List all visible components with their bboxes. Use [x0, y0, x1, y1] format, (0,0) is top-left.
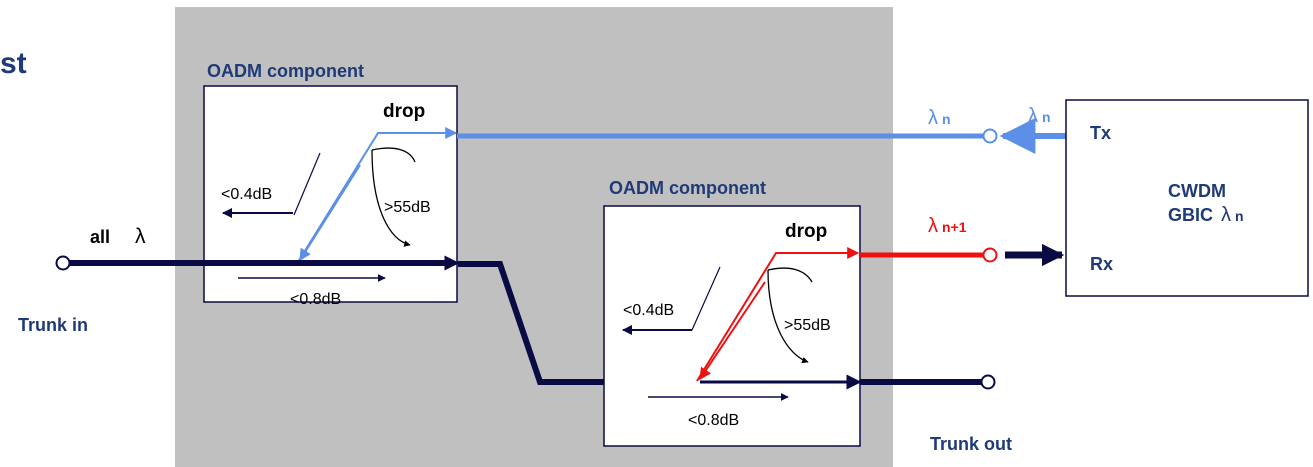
trunk-out-label: Trunk out — [930, 434, 1012, 454]
outer-isolation-arc-top — [371, 147, 416, 163]
inner-drop-label: drop — [785, 221, 827, 242]
inner-drop-diagonal — [696, 247, 860, 382]
outer-isolation-arc — [371, 149, 411, 247]
trunk-in-lambda: λ — [135, 225, 146, 248]
inner-oadm-title: OADM component — [609, 178, 766, 198]
outer-drop-diagonal — [297, 127, 458, 263]
outer-drop-reverse-arrow — [299, 164, 361, 262]
drop-port-n — [982, 128, 998, 144]
trunk-out-port — [980, 374, 996, 390]
inner-drop-reverse-arrow — [699, 281, 766, 380]
outer-drop-loss-slash — [293, 152, 321, 216]
drop-port-n1 — [982, 247, 998, 263]
inner-isolation-arc — [767, 269, 809, 364]
inner-drop-loss-label: <0.4dB — [623, 302, 674, 319]
gbic-title-line1: CWDM — [1168, 181, 1226, 201]
inner-drop-loss-slash — [691, 266, 721, 331]
outer-oadm-title: OADM component — [207, 61, 364, 81]
inner-through-loss-label: <0.8dB — [688, 412, 739, 429]
outer-drop-loss-label: <0.4dB — [221, 186, 272, 203]
inner-isolation-arc-top — [767, 267, 813, 283]
outer-drop-label: drop — [383, 101, 425, 122]
gbic-tx-label: Tx — [1090, 123, 1111, 143]
trunk-in-label: Trunk in — [18, 315, 88, 335]
gbic-rx-label: Rx — [1090, 254, 1113, 274]
outer-isolation-label: >55dB — [384, 199, 431, 216]
inner-isolation-label: >55dB — [784, 317, 831, 334]
trunk-in-all-label: all — [90, 227, 110, 247]
cwdm-gbic-box — [1065, 99, 1309, 297]
heading-fragment: st — [0, 47, 27, 80]
trunk-in-port — [55, 255, 71, 271]
outer-through-loss-label: <0.8dB — [290, 291, 341, 308]
